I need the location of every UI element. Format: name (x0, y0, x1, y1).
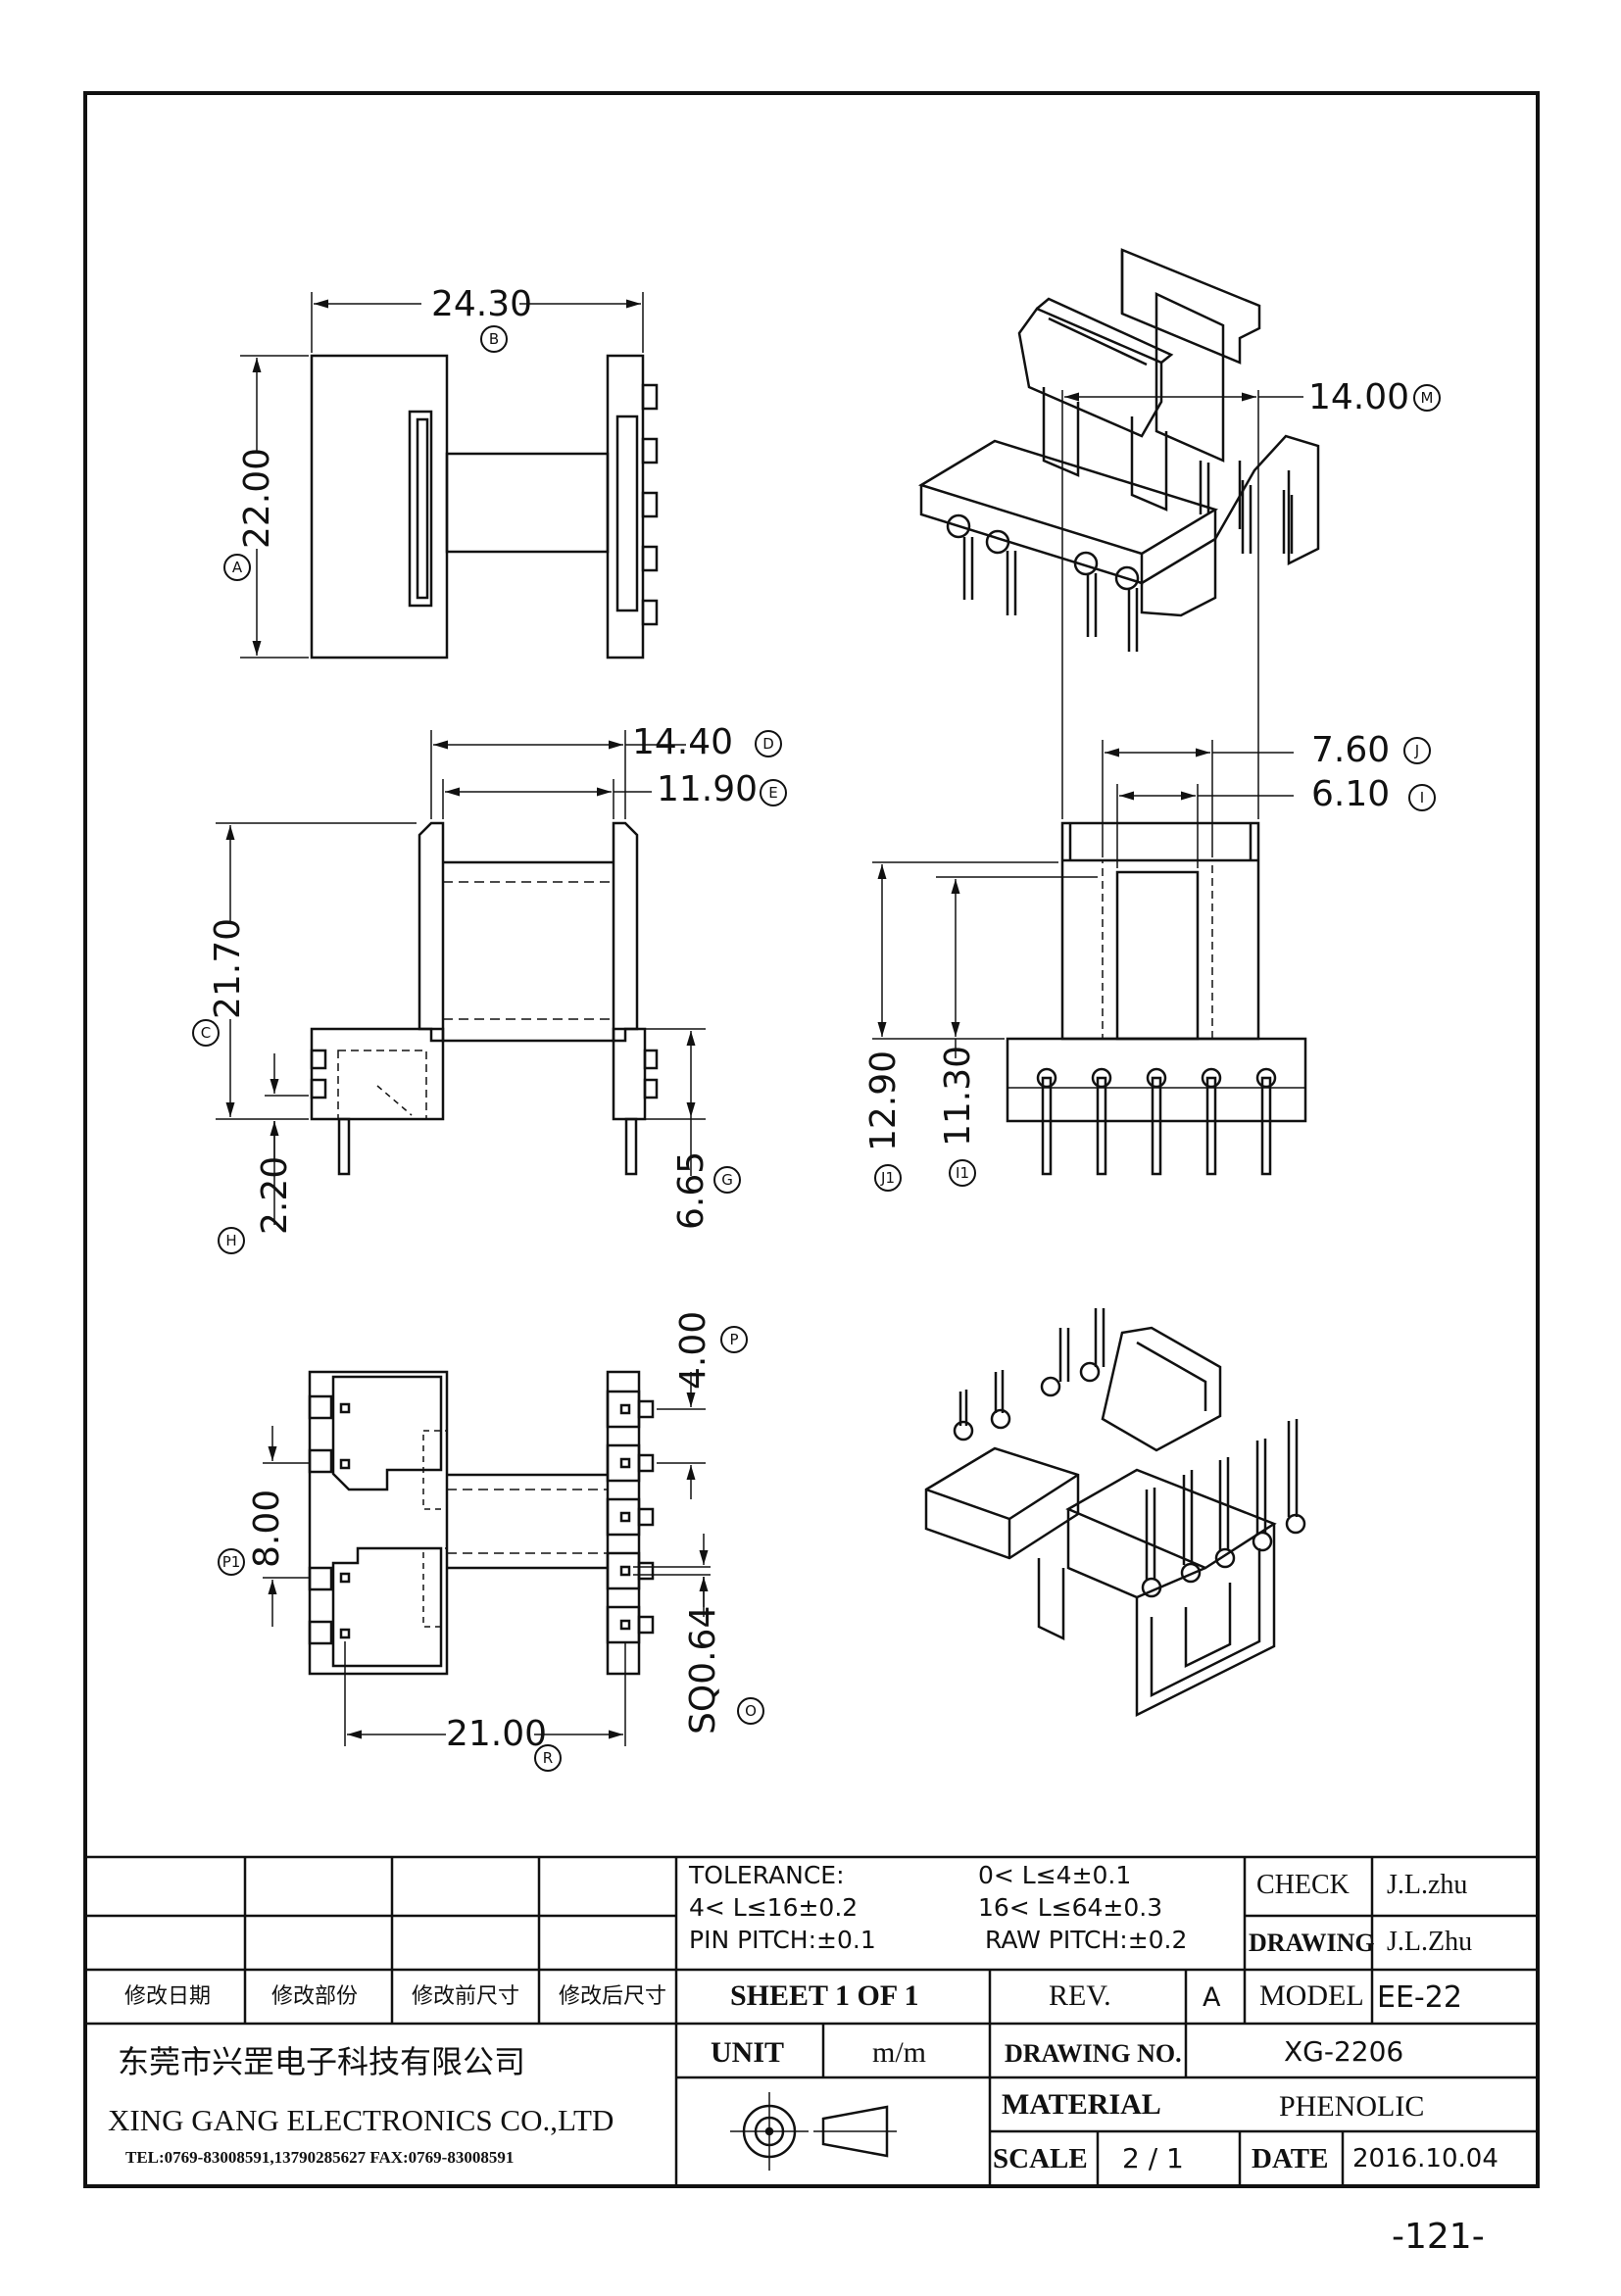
drawing-label: DRAWING (1249, 1929, 1375, 1957)
dim-e-value: 11.90 (657, 769, 759, 809)
company-contact: TEL:0769-83008591,13790285627 FAX:0769-8… (125, 2148, 515, 2167)
model-label: MODEL (1259, 1979, 1364, 2012)
dim-b-value: 24.30 (431, 284, 533, 324)
company-name-english: XING GANG ELECTRONICS CO.,LTD (108, 2103, 614, 2137)
date-value: 2016.10.04 (1352, 2144, 1498, 2174)
dim-j1-value: 12.90 (863, 1050, 904, 1151)
bottom-view (263, 1370, 711, 1746)
drawing-value: J.L.Zhu (1387, 1927, 1473, 1957)
pin-pitch: PIN PITCH:±0.1 (689, 1926, 876, 1954)
dim-p1-value: 8.00 (247, 1489, 287, 1568)
isometric-view-top (917, 248, 1320, 652)
marker-b: B (480, 325, 508, 353)
dim-j-value: 7.60 (1311, 730, 1391, 770)
unit-value: m/m (872, 2036, 927, 2069)
rev-header-part: 修改部份 (271, 1984, 359, 2009)
rev-header-date: 修改日期 (124, 1984, 212, 2009)
dim-r-value: 21.00 (446, 1714, 548, 1754)
sheet-border (83, 91, 1540, 2188)
marker-e: E (760, 779, 787, 806)
dim-i1-value: 11.30 (938, 1045, 978, 1147)
dim-i-value: 6.10 (1311, 774, 1391, 814)
tolerance-title: TOLERANCE: (689, 1861, 845, 1889)
rev-header-after: 修改后尺寸 (559, 1984, 667, 2009)
marker-m: M (1413, 384, 1441, 412)
marker-r: R (534, 1744, 562, 1772)
marker-j1: J1 (874, 1164, 902, 1192)
scale-label: SCALE (993, 2143, 1088, 2174)
material-value: PHENOLIC (1279, 2090, 1425, 2123)
dim-p-value: 4.00 (673, 1310, 713, 1390)
top-view (240, 292, 659, 659)
title-block-grid (85, 1855, 1538, 2186)
marker-j: J (1403, 737, 1431, 764)
marker-p: P (720, 1326, 748, 1353)
projection-symbol (730, 2092, 897, 2171)
marker-p1: P1 (218, 1548, 245, 1576)
marker-g: G (713, 1166, 741, 1194)
check-label: CHECK (1256, 1870, 1350, 1900)
dim-g-value: 6.65 (671, 1150, 712, 1230)
rev-header-before: 修改前尺寸 (412, 1984, 520, 2009)
page-number: -121- (1392, 2217, 1485, 2257)
dim-c-value: 21.70 (208, 917, 248, 1019)
drawing-number-value: XG-2206 (1284, 2035, 1404, 2068)
tolerance-range-1: 0< L≤4±0.1 (978, 1861, 1132, 1889)
drawing-number-label: DRAWING NO. (1005, 2039, 1182, 2068)
raw-pitch: RAW PITCH:±0.2 (985, 1926, 1188, 1954)
rev-value: A (1203, 1982, 1221, 2013)
marker-h: H (218, 1227, 245, 1254)
tolerance-range-3: 16< L≤64±0.3 (978, 1893, 1163, 1922)
marker-d: D (755, 730, 782, 757)
sheet-count: SHEET 1 OF 1 (730, 1979, 919, 2012)
isometric-view-bottom (924, 1308, 1306, 1718)
marker-c: C (192, 1019, 220, 1047)
company-name-chinese: 东莞市兴罡电子科技有限公司 (118, 2043, 526, 2080)
dim-m-value: 14.00 (1308, 377, 1410, 417)
marker-i1: I1 (949, 1159, 976, 1187)
marker-o: O (737, 1697, 764, 1725)
marker-i: I (1408, 784, 1436, 811)
dim-o-value: SQ0.64 (683, 1605, 723, 1734)
check-value: J.L.zhu (1387, 1870, 1468, 1900)
side-view (216, 730, 706, 1225)
dim-d-value: 14.40 (632, 722, 734, 762)
rev-label: REV. (1049, 1979, 1111, 2012)
dim-h-value: 2.20 (255, 1155, 295, 1235)
scale-value: 2 / 1 (1122, 2142, 1184, 2174)
marker-a: A (223, 554, 251, 581)
model-value: EE-22 (1377, 1980, 1462, 2015)
unit-label: UNIT (711, 2036, 785, 2069)
tolerance-range-2: 4< L≤16±0.2 (689, 1893, 859, 1922)
dim-a-value: 22.00 (237, 447, 277, 549)
date-label: DATE (1252, 2143, 1329, 2174)
material-label: MATERIAL (1002, 2088, 1161, 2121)
